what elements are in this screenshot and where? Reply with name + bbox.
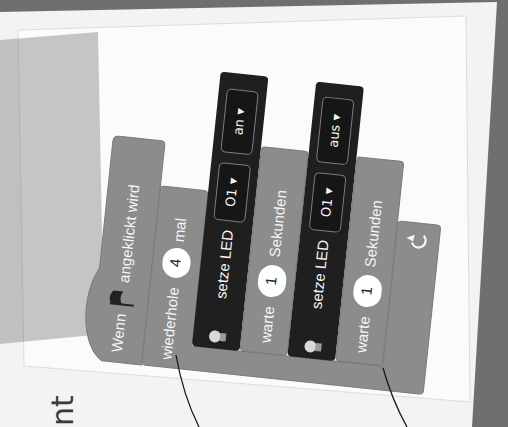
- dropdown: O1 ▾: [213, 162, 251, 223]
- number-input: 1: [352, 274, 383, 309]
- block-label: warte: [256, 305, 280, 344]
- number-value: 1: [260, 264, 283, 298]
- dropdown: aus ▾: [316, 96, 355, 165]
- dropdown-value: O1 ▾: [219, 164, 245, 222]
- leader-line: [383, 368, 407, 427]
- paper-sheet: [0, 2, 497, 427]
- led-icon-base: [315, 343, 322, 352]
- dropdown-value: O1 ▾: [315, 174, 341, 232]
- block-label: Wenn: [107, 312, 131, 353]
- block-label: setze LED: [307, 239, 334, 310]
- block-stack: Wennangeklickt wirdwiederholemal4setze L…: [76, 60, 454, 395]
- number-value: 4: [164, 247, 187, 279]
- repeat-block: wiederholemal4setze LEDO1 ▾an ▾warteSeku…: [142, 67, 455, 395]
- dropdown: O1 ▾: [309, 172, 347, 233]
- led-icon-base: [220, 333, 227, 342]
- handwritten-note: nt: [46, 395, 80, 426]
- block-label: Sekunden: [360, 199, 387, 268]
- block-label: Sekunden: [265, 189, 292, 258]
- block-label: mal: [169, 217, 191, 243]
- dropdown-value: an ▾: [226, 90, 252, 154]
- block-icons: [76, 60, 454, 395]
- leader-line: [176, 355, 199, 427]
- dropdown-value: aus ▾: [322, 98, 349, 164]
- block-label: warte: [351, 315, 375, 354]
- block-label: setze LED: [211, 229, 238, 300]
- number-value: 1: [355, 274, 378, 308]
- number-input: 1: [257, 264, 288, 299]
- dropdown: an ▾: [220, 88, 259, 155]
